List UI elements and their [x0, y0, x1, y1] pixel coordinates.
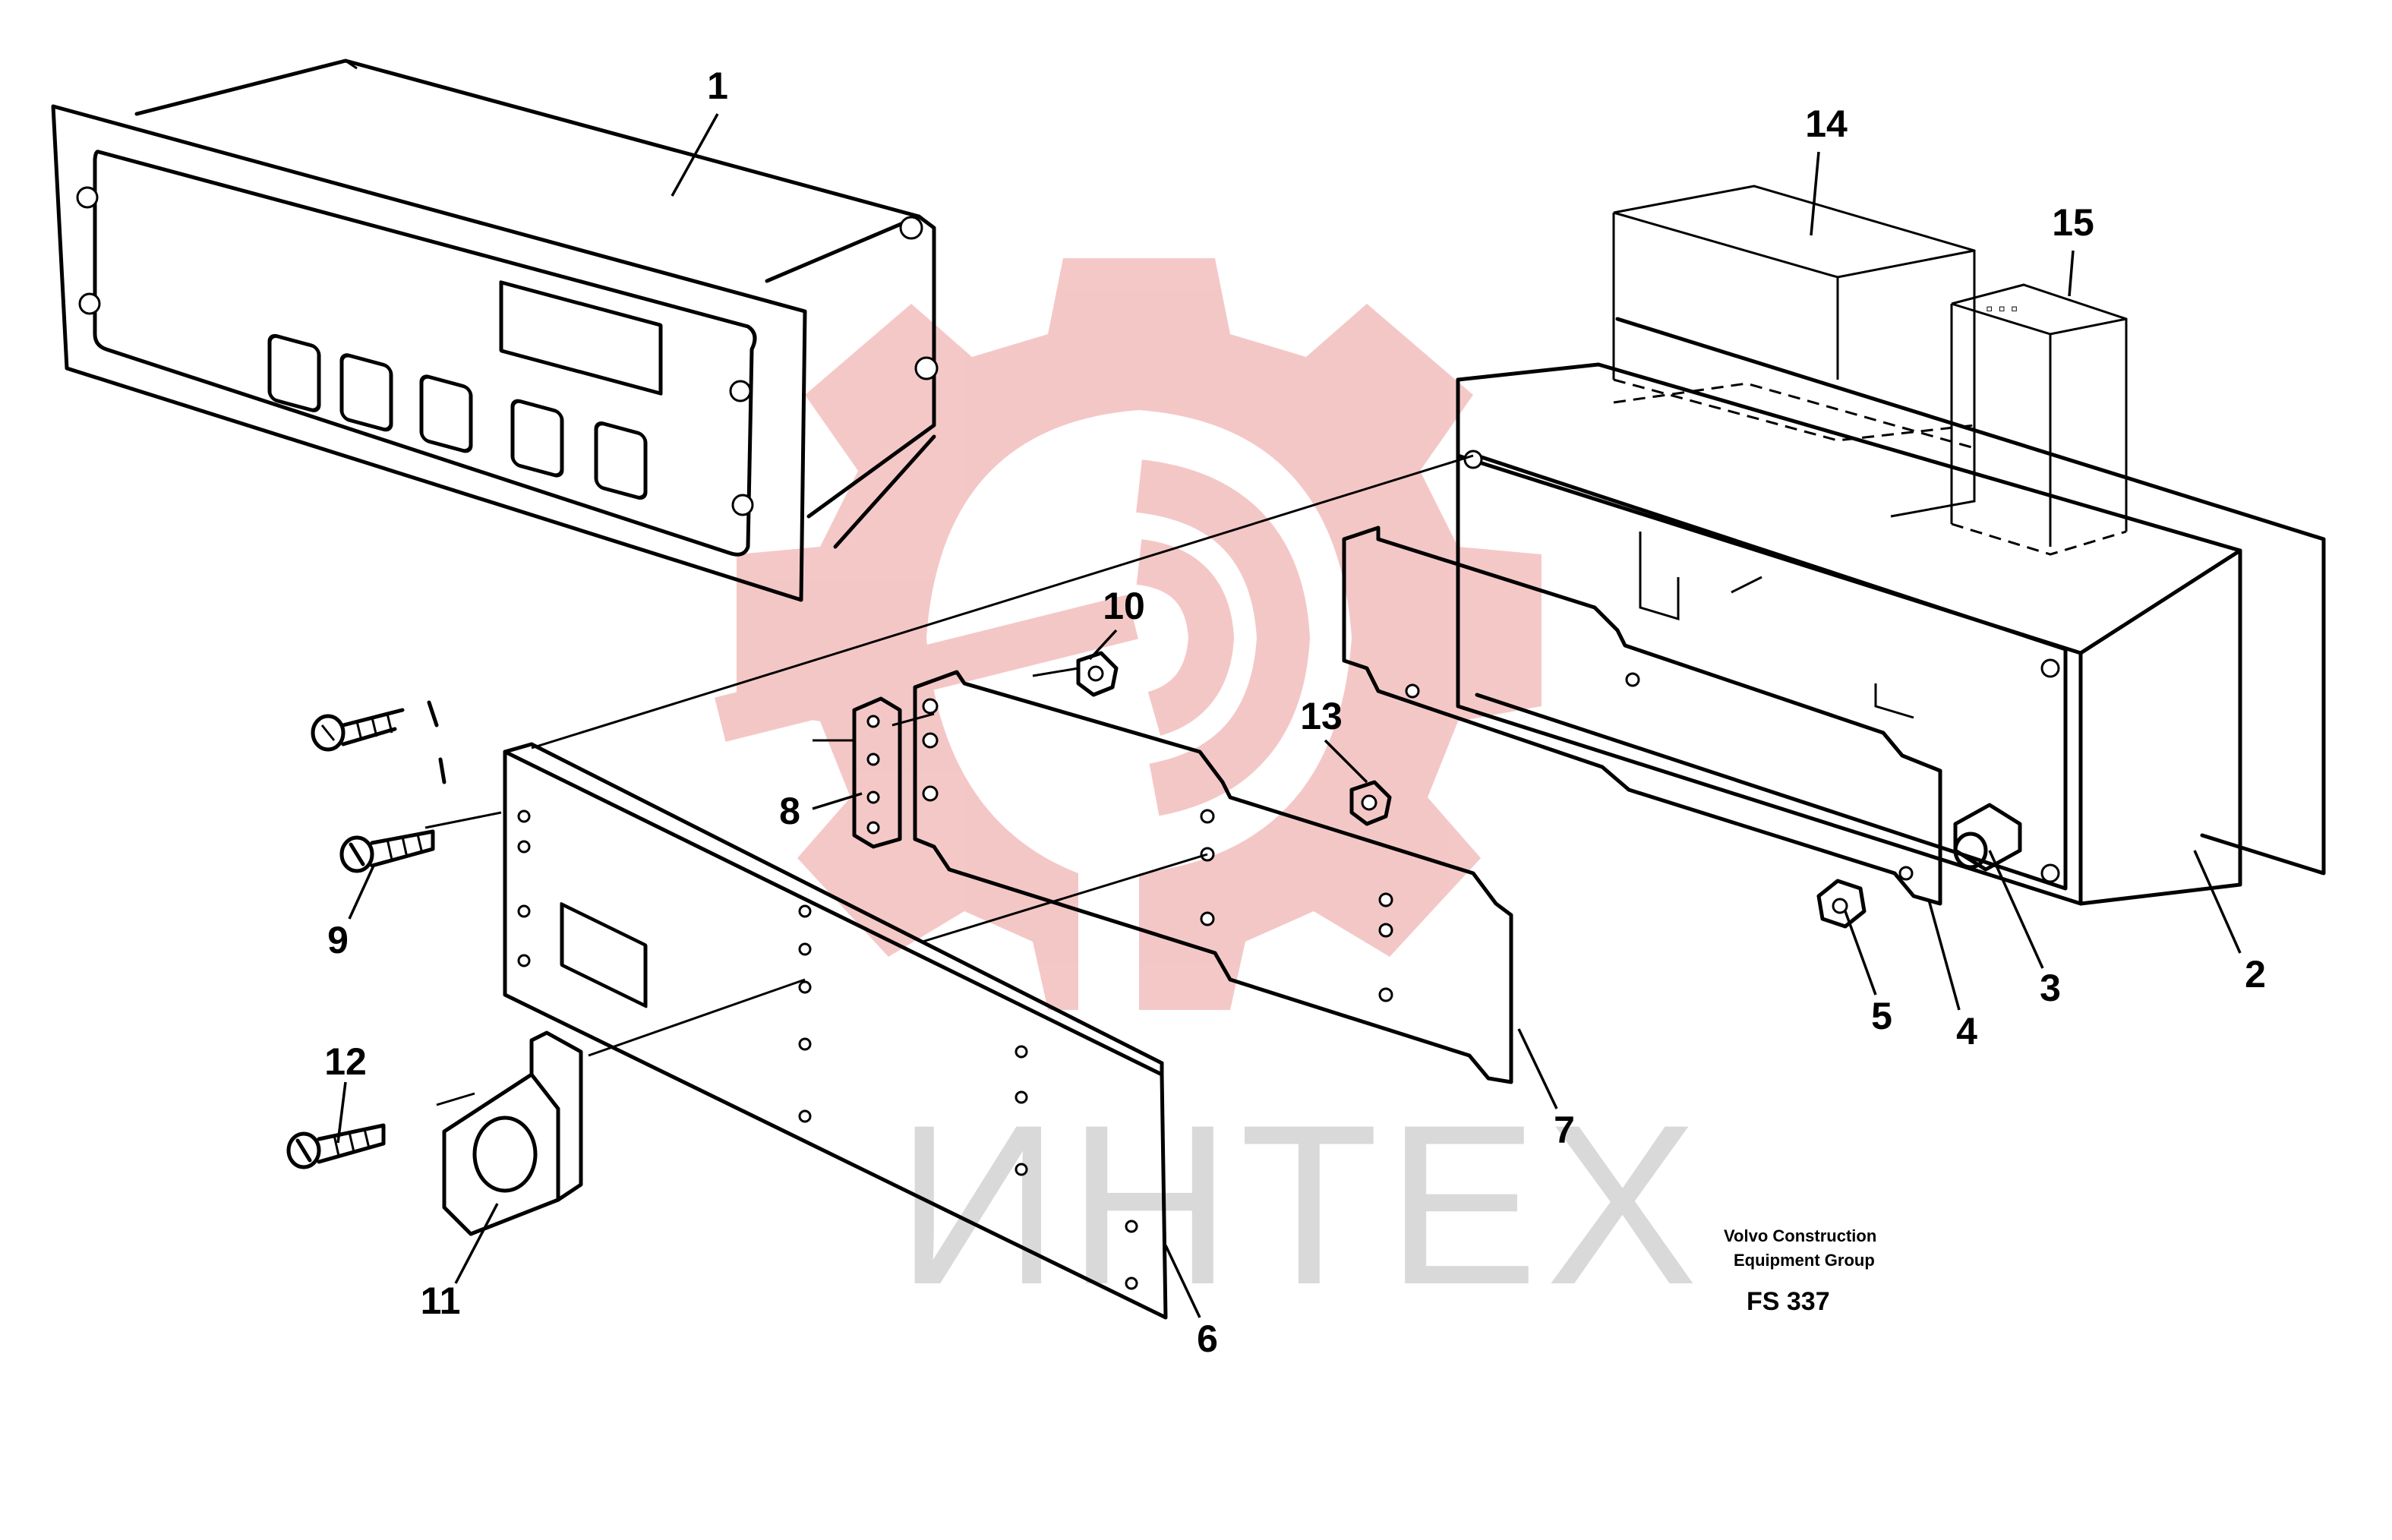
assembly-guide-lines [424, 454, 1762, 1106]
callout-15: 15 [2052, 201, 2094, 244]
part-5-nut [1816, 879, 1867, 929]
callout-5: 5 [1871, 995, 1892, 1037]
leader-line-6 [1164, 1245, 1201, 1318]
part-8-connector-bar [852, 696, 902, 849]
callout-8: 8 [779, 790, 800, 832]
callout-11: 11 [421, 1280, 461, 1322]
part-7-circuit-plate [913, 670, 1513, 1084]
credit-line-1: Volvo Construction [1724, 1226, 1876, 1245]
callout-10: 10 [1103, 585, 1145, 627]
callout-1: 1 [707, 65, 728, 107]
leader-line-12 [336, 1081, 347, 1144]
leader-line-2 [2193, 850, 2242, 954]
part-4-gasket-plate [1342, 525, 1942, 906]
upper-screw-with-washer [311, 700, 447, 784]
callout-4: 4 [1956, 1010, 1977, 1052]
part-1-display-unit [51, 58, 939, 602]
keypad-buttons [267, 333, 648, 500]
part-13-nut [1349, 780, 1392, 826]
part-14-module [1612, 185, 1976, 518]
leader-line-9 [348, 865, 375, 920]
part-10-nut [1076, 651, 1119, 697]
credit-line-2: Equipment Group [1734, 1251, 1875, 1270]
callout-13: 13 [1300, 695, 1343, 737]
callout-6: 6 [1197, 1318, 1218, 1360]
callout-9: 9 [327, 919, 349, 961]
leader-line-10 [1088, 629, 1118, 661]
callout-2: 2 [2245, 953, 2266, 996]
callout-14: 14 [1805, 103, 1848, 145]
part-2-housing-box [1456, 317, 2326, 906]
part-3-spacer [1953, 803, 2022, 872]
part-9-screw [339, 829, 435, 873]
part-11-bracket [442, 1030, 583, 1236]
leader-line-4 [1927, 899, 1961, 1011]
svg-text:▫ ▫ ▫: ▫ ▫ ▫ [1986, 297, 2018, 320]
leader-line-13 [1324, 739, 1368, 784]
callout-12: 12 [324, 1040, 367, 1083]
part-15-module: ▫ ▫ ▫ [1950, 283, 2128, 556]
callout-3: 3 [2040, 967, 2061, 1009]
callout-7: 7 [1554, 1109, 1575, 1151]
leader-line-5 [1844, 910, 1877, 996]
leader-line-15 [2068, 250, 2075, 297]
leader-line-8 [812, 792, 863, 810]
part-6-front-panel [503, 742, 1168, 1320]
leader-line-3 [1988, 850, 2044, 969]
leader-line-7 [1517, 1028, 1558, 1109]
watermark-text: ИНТЕХ [896, 1077, 1706, 1332]
leader-line-11 [454, 1203, 499, 1284]
drawing-code: FS 337 [1747, 1287, 1830, 1316]
leader-line-14 [1810, 151, 1820, 236]
credit-block: Volvo Construction Equipment Group FS 33… [1724, 1226, 1876, 1316]
part-12-screw [286, 1123, 386, 1169]
leader-line-1 [671, 113, 719, 197]
watermark-gear-logo [715, 258, 1542, 1010]
